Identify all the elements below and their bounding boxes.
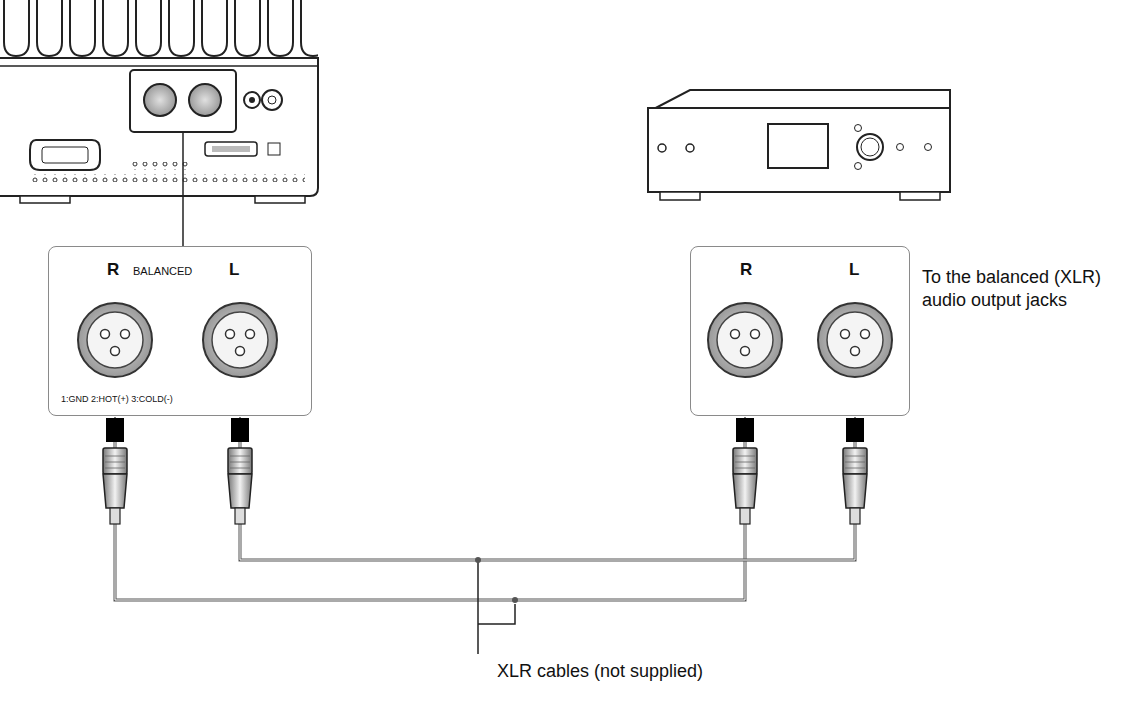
panel-text: R <box>740 261 752 280</box>
panel-text: R <box>107 261 119 280</box>
xlr-plug <box>103 418 127 524</box>
inset-panel: R BALANCED L 1:GND 2:HOT(+) 3:COLD(-) <box>48 246 312 416</box>
xlr-jack <box>818 303 892 377</box>
xlr-plugs <box>103 418 867 524</box>
xlr-jacks <box>78 303 892 377</box>
caption-leader <box>475 557 518 654</box>
xlr-plug <box>733 418 757 524</box>
speaker-rear-panel <box>0 0 318 246</box>
player-device <box>648 90 950 200</box>
callout-text: To the balanced (XLR) audio output jacks <box>922 266 1127 311</box>
panel-text: L <box>229 261 239 280</box>
xlr-plug <box>228 418 252 524</box>
caption-text: XLR cables (not supplied) <box>440 660 760 683</box>
xlr-plug <box>843 418 867 524</box>
xlr-cable <box>240 418 855 560</box>
panel-text: 1:GND 2:HOT(+) 3:COLD(-) <box>61 395 173 405</box>
xlr-cable <box>115 418 745 600</box>
inset-panel: RL <box>690 246 910 416</box>
xlr-jack <box>708 303 782 377</box>
xlr-cable <box>115 418 745 600</box>
xlr-jack <box>78 303 152 377</box>
panel-text: L <box>849 261 859 280</box>
xlr-cable <box>240 418 855 560</box>
panel-text: BALANCED <box>133 265 192 277</box>
xlr-jack <box>203 303 277 377</box>
